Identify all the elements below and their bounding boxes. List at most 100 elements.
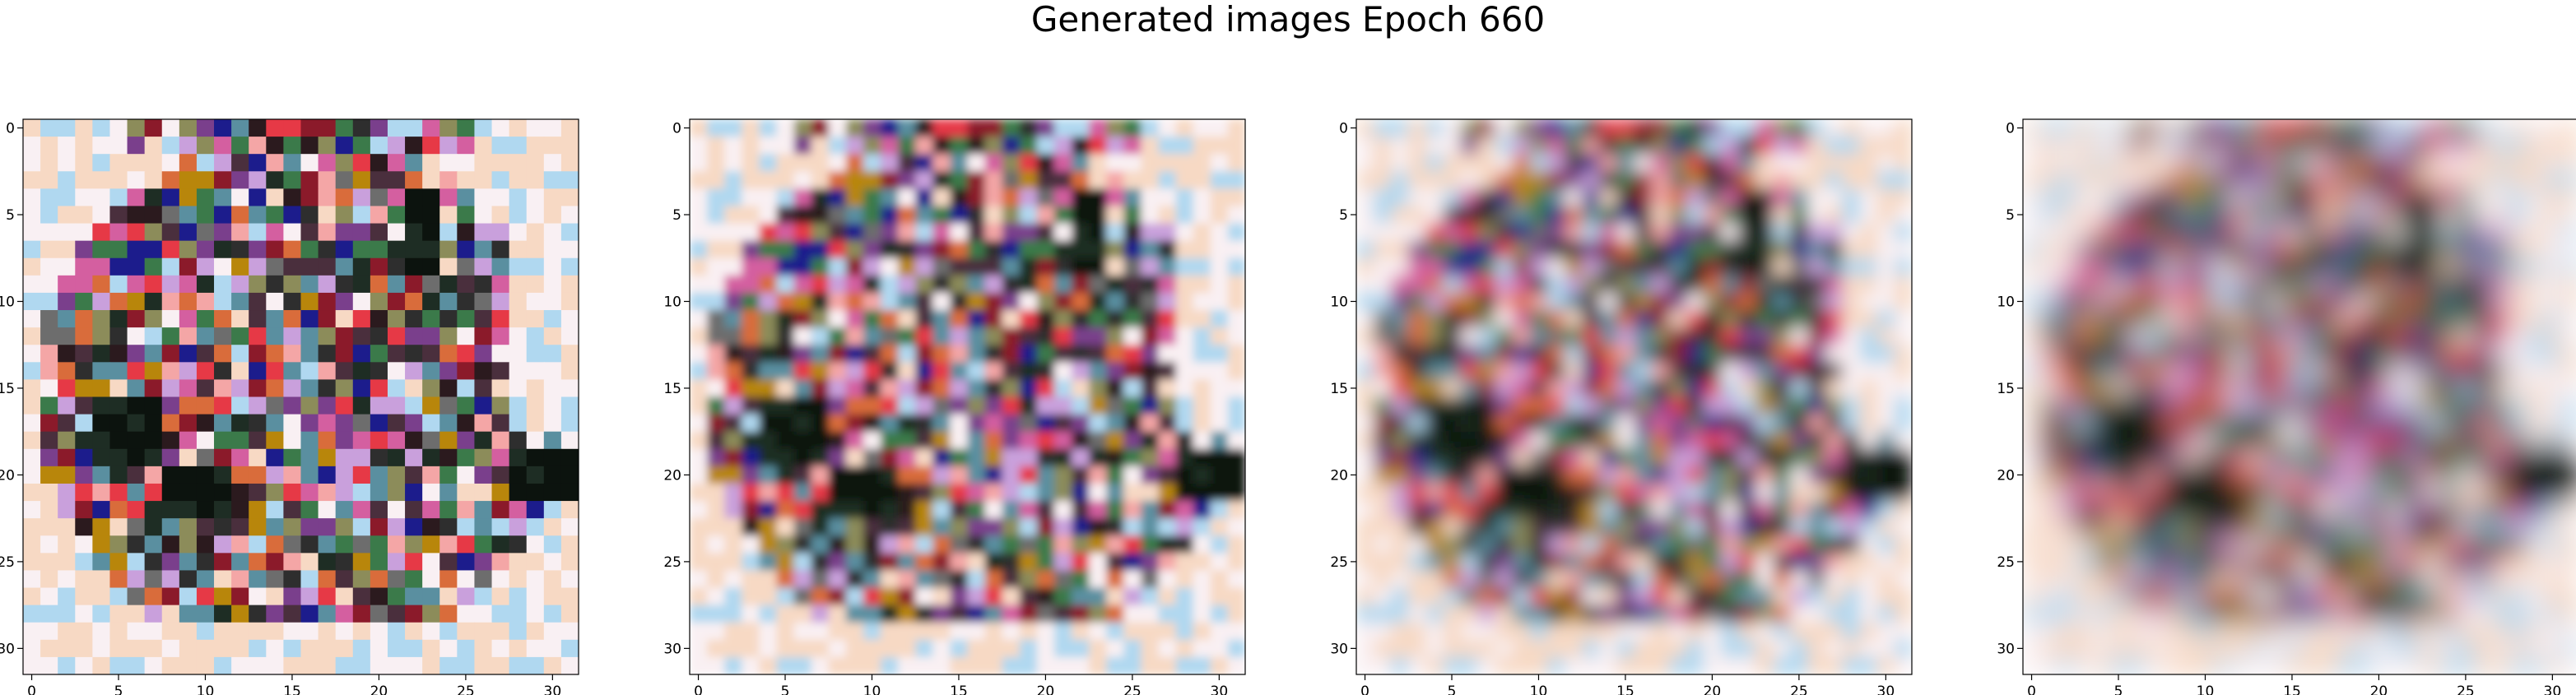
pixel	[196, 119, 215, 137]
pixel	[1738, 483, 1756, 502]
pixel	[474, 396, 493, 415]
pixel	[1210, 431, 1229, 450]
pixel	[1859, 553, 1878, 572]
pixel	[1790, 656, 1809, 674]
pixel	[266, 431, 285, 450]
pixel	[759, 345, 778, 363]
pixel	[1072, 206, 1090, 225]
pixel	[881, 275, 899, 294]
pixel	[707, 622, 725, 641]
pixel	[2422, 223, 2440, 242]
pixel	[1158, 362, 1177, 381]
pixel	[1825, 292, 1844, 311]
pixel	[1512, 587, 1531, 606]
pixel	[23, 379, 41, 398]
pixel	[1053, 535, 1072, 554]
pixel	[828, 188, 847, 207]
pixel	[40, 396, 58, 415]
pixel	[1356, 240, 1374, 259]
pixel	[1391, 240, 1409, 259]
pixel	[75, 518, 93, 536]
pixel	[491, 257, 510, 276]
pixel	[2335, 605, 2354, 623]
pixel	[1175, 656, 1194, 674]
pixel	[1651, 223, 1670, 242]
pixel	[1002, 240, 1021, 259]
pixel	[144, 240, 163, 259]
pixel	[1686, 501, 1704, 519]
pixel	[1072, 414, 1090, 433]
pixel	[2491, 448, 2510, 467]
pixel	[1686, 518, 1704, 536]
pixel	[283, 137, 302, 155]
pixel	[1859, 518, 1878, 536]
pixel	[509, 257, 528, 276]
y-tick-label: 25	[1997, 554, 2015, 571]
pixel	[526, 553, 545, 572]
pixel	[2058, 379, 2076, 398]
pixel	[881, 605, 899, 623]
pixel	[2040, 119, 2058, 137]
pixel	[1356, 362, 1374, 381]
pixel	[1668, 275, 1687, 294]
pixel	[1807, 240, 1826, 259]
pixel	[2023, 553, 2041, 572]
pixel	[2405, 466, 2423, 484]
pixel	[1686, 154, 1704, 172]
pixel	[40, 154, 58, 172]
pixel	[1106, 137, 1124, 155]
pixel	[1460, 553, 1479, 572]
pixel	[1825, 223, 1844, 242]
pixel	[1894, 414, 1912, 433]
pixel	[1443, 414, 1462, 433]
pixel	[2092, 310, 2111, 328]
pixel	[811, 223, 830, 242]
pixel	[2491, 327, 2510, 345]
pixel	[127, 431, 146, 450]
pixel	[249, 292, 267, 311]
pixel	[370, 396, 388, 415]
pixel	[526, 292, 545, 311]
pixel	[707, 223, 725, 242]
pixel	[1842, 587, 1861, 606]
pixel	[335, 518, 354, 536]
pixel	[283, 119, 302, 137]
pixel	[2161, 639, 2180, 658]
pixel	[457, 622, 476, 641]
pixel	[2457, 535, 2476, 554]
pixel	[2127, 448, 2146, 467]
pixel	[127, 137, 146, 155]
pixel	[109, 154, 128, 172]
pixel	[1227, 448, 1245, 467]
pixel	[1599, 310, 1618, 328]
pixel	[1443, 483, 1462, 502]
pixel	[2457, 518, 2476, 536]
pixel	[1686, 431, 1704, 450]
pixel	[543, 362, 562, 381]
pixel	[1703, 639, 1722, 658]
pixel	[214, 154, 232, 172]
pixel	[214, 223, 232, 242]
pixel	[724, 362, 742, 381]
pixel	[1738, 448, 1756, 467]
pixel	[1755, 501, 1774, 519]
pixel	[2318, 327, 2337, 345]
pixel	[1193, 154, 1211, 172]
pixel	[1842, 656, 1861, 674]
pixel	[2560, 240, 2576, 259]
pixel	[526, 622, 545, 641]
pixel	[1193, 379, 1211, 398]
pixel	[1036, 396, 1055, 415]
pixel	[1876, 622, 1895, 641]
pixel	[845, 154, 864, 172]
pixel	[2369, 240, 2388, 259]
pixel	[266, 292, 285, 311]
pixel	[811, 501, 830, 519]
pixel	[811, 137, 830, 155]
pixel	[1123, 622, 1142, 641]
pixel	[1495, 379, 1514, 398]
pixel	[109, 501, 128, 519]
pixel	[1158, 501, 1177, 519]
pixel	[2266, 137, 2285, 155]
pixel	[2369, 639, 2388, 658]
